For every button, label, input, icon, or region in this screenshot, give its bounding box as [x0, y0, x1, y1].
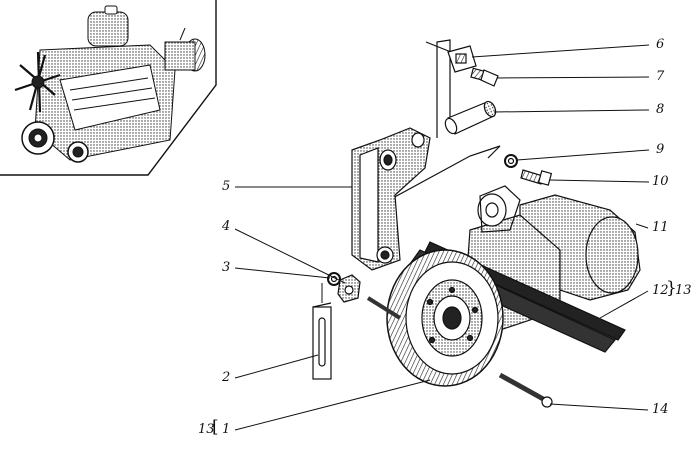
part-5-bracket: [351, 127, 431, 271]
callout-11: 11: [652, 220, 669, 235]
part-10-bolt: [520, 169, 553, 186]
part-7-bolt: [470, 67, 499, 87]
callout-13-right: 13: [675, 283, 692, 298]
callout-1: 1: [222, 422, 231, 437]
callout-12: 12: [652, 283, 669, 298]
callout-7: 7: [656, 69, 665, 84]
part-14-stud: [366, 296, 553, 408]
part-9-washer: [504, 154, 518, 168]
part-4-nut: [337, 274, 361, 303]
callout-14: 14: [652, 402, 669, 417]
callout-2: 2: [222, 370, 231, 385]
callout-13-left: 13: [198, 422, 215, 437]
part-8-sleeve: [444, 100, 497, 135]
part-2-slotted-strap: [312, 302, 332, 380]
engine-inset: [0, 0, 217, 176]
leader-lines: [234, 44, 650, 431]
part-6-bracket-plate: [425, 39, 477, 138]
part-1-pulley: [386, 249, 504, 387]
callout-6: 6: [656, 37, 665, 52]
callout-1-brace: [: [212, 417, 219, 437]
callout-8: 8: [656, 102, 665, 117]
callout-4: 4: [222, 219, 231, 234]
part-3-washer: [327, 272, 341, 286]
callout-5: 5: [222, 179, 231, 194]
callout-12-13-brace: }: [666, 278, 677, 298]
engine-overview-illustration: [14, 5, 206, 163]
callout-10: 10: [652, 174, 669, 189]
callout-3: 3: [222, 260, 231, 275]
compressor-assembly-illustration: [312, 39, 641, 408]
callout-9: 9: [656, 142, 665, 157]
